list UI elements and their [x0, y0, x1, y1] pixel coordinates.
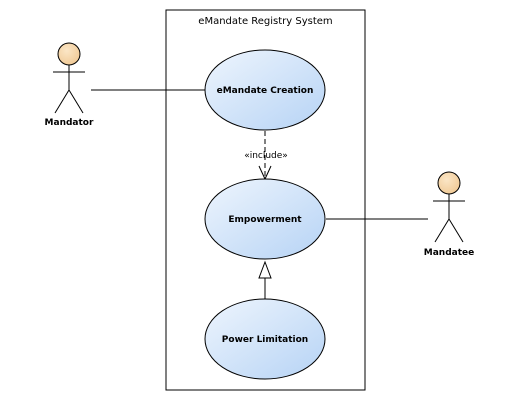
actor-mandatee-head	[437, 171, 461, 195]
actor-mandator-head	[57, 42, 81, 66]
system-title: eMandate Registry System	[198, 16, 332, 27]
actor-mandator[interactable]: Mandator	[45, 42, 94, 128]
use-case-empowerment-label: Empowerment	[228, 215, 302, 225]
include-stereotype-label: «include»	[244, 151, 288, 161]
use-case-emandate-creation-label: eMandate Creation	[217, 86, 314, 96]
actor-mandatee[interactable]: Mandatee	[424, 171, 474, 258]
generalization-arrowhead	[258, 260, 272, 279]
actor-mandatee-label: Mandatee	[424, 248, 474, 258]
use-case-emandate-creation[interactable]: eMandate Creation	[204, 49, 326, 131]
actor-mandator-label: Mandator	[45, 118, 94, 128]
use-case-power-limitation-label: Power Limitation	[222, 335, 308, 345]
use-case-empowerment[interactable]: Empowerment	[204, 178, 326, 260]
use-case-power-limitation[interactable]: Power Limitation	[204, 298, 326, 380]
